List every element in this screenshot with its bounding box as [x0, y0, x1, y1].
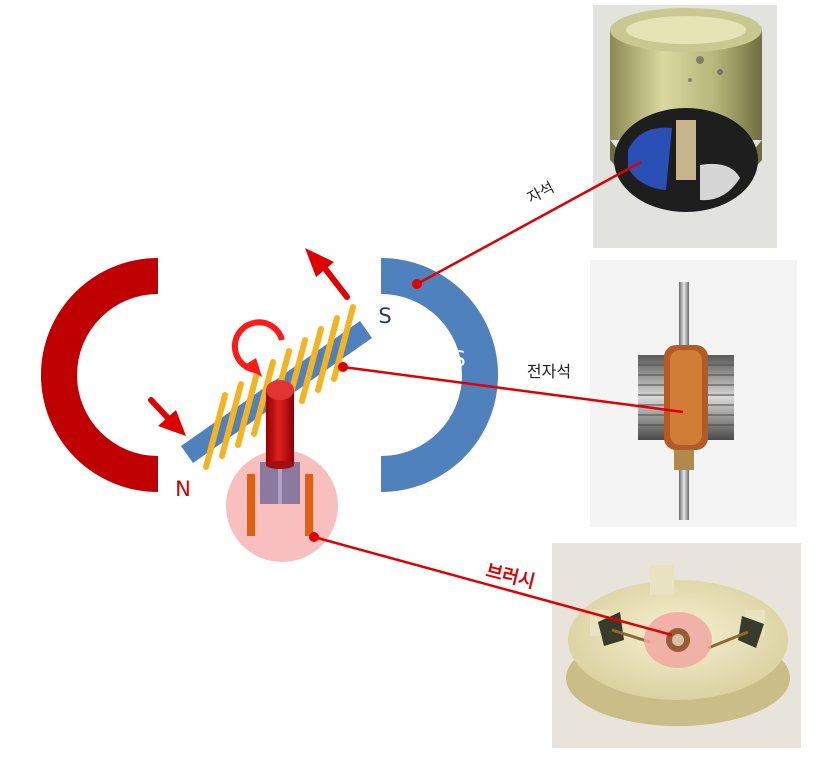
force-arrow-down-icon: [148, 397, 186, 436]
rotor-shaft: [260, 380, 300, 504]
rotor-bottom-pole-label: N: [175, 477, 191, 501]
electromagnet-label: 전자석: [527, 362, 571, 381]
brush-label: 브러시: [484, 560, 537, 592]
brush-plate-photo: [552, 543, 801, 748]
armature-shaft-top: [679, 282, 689, 362]
leader-brush: [313, 535, 673, 637]
brush-right-holder: [738, 616, 764, 648]
armature-photo: [590, 260, 797, 527]
rotor-top-pole-label: S: [378, 304, 391, 328]
force-arrow-up-icon: [305, 248, 350, 300]
housing-magnet-blue: [628, 127, 672, 190]
rotation-arrow-icon: [231, 319, 285, 373]
leader-magnet-dot: [412, 279, 422, 289]
brush-left: [247, 474, 255, 536]
armature-laminations-right: [704, 355, 734, 440]
magnet-label: 자석: [524, 178, 557, 207]
leader-brush-dot: [309, 532, 319, 542]
motor-housing-photo: [593, 5, 777, 248]
south-magnet: [381, 258, 499, 493]
leader-lines: [313, 160, 684, 637]
left-magnet-pole-label: N: [77, 373, 93, 397]
armature-laminations-left: [638, 355, 668, 440]
leader-magnet: [416, 160, 642, 286]
right-magnet-pole-label: S: [452, 347, 465, 371]
armature-shaft-bottom: [679, 440, 689, 520]
brush-right: [305, 474, 313, 536]
leader-electromagnet-dot: [338, 362, 348, 372]
leader-electromagnet: [342, 365, 684, 414]
shaft-cylinder: [266, 390, 294, 465]
north-magnet: [40, 258, 158, 492]
